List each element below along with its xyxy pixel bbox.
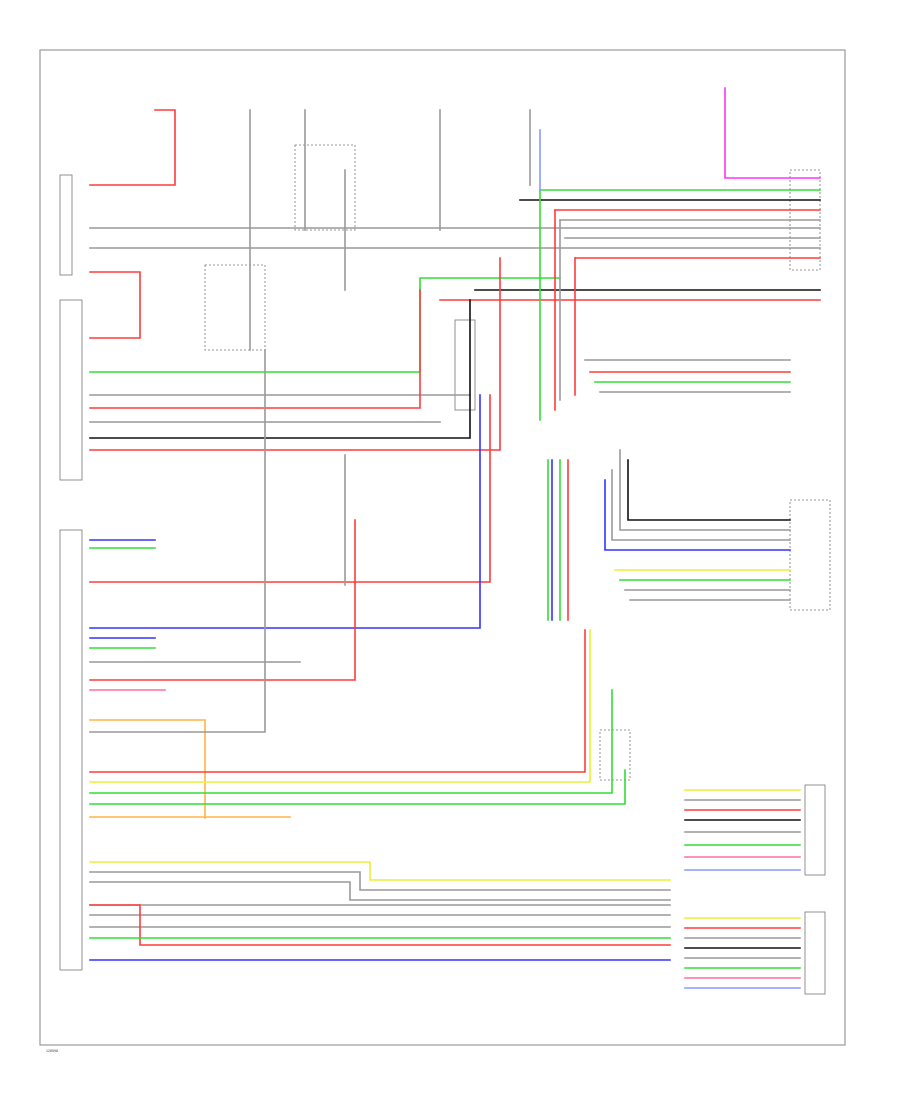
wire-green: [89, 277, 561, 373]
control-module-left: [59, 299, 83, 481]
wire-gray: [89, 871, 671, 891]
wire-red: [89, 109, 176, 186]
control-module-bottom: [59, 529, 83, 971]
wire-red: [89, 394, 491, 583]
connector-block-upper: [804, 784, 826, 876]
wire-red: [89, 629, 586, 773]
wire-yellow: [89, 629, 591, 783]
wire-gray: [611, 469, 791, 541]
wire-black: [627, 459, 791, 521]
wire-blue: [604, 479, 791, 551]
wire-group: [89, 87, 821, 989]
wire-red: [89, 519, 356, 681]
wire-red: [89, 289, 421, 409]
wire-black: [89, 299, 471, 439]
wire-gray: [89, 349, 266, 733]
module-box-top-left: [59, 174, 73, 276]
wire-green: [89, 689, 613, 794]
connector-block-lower: [804, 911, 826, 995]
relay-box: [454, 319, 476, 411]
switch-box-1: [204, 264, 266, 351]
diagram-border: [39, 49, 846, 1046]
switch-box-2: [294, 144, 356, 231]
diagram-code: 128598: [46, 1049, 58, 1053]
wire-yellow: [89, 861, 671, 881]
wire-red: [89, 271, 141, 339]
wire-red: [89, 904, 671, 946]
wire-gray: [89, 881, 671, 901]
wire-red: [89, 257, 501, 451]
wire-magenta: [724, 87, 821, 179]
wire-gray: [619, 449, 791, 531]
wire-blue: [89, 394, 481, 629]
module-box-right: [789, 499, 831, 611]
wire-orange: [89, 719, 206, 819]
wire-green: [89, 769, 626, 805]
